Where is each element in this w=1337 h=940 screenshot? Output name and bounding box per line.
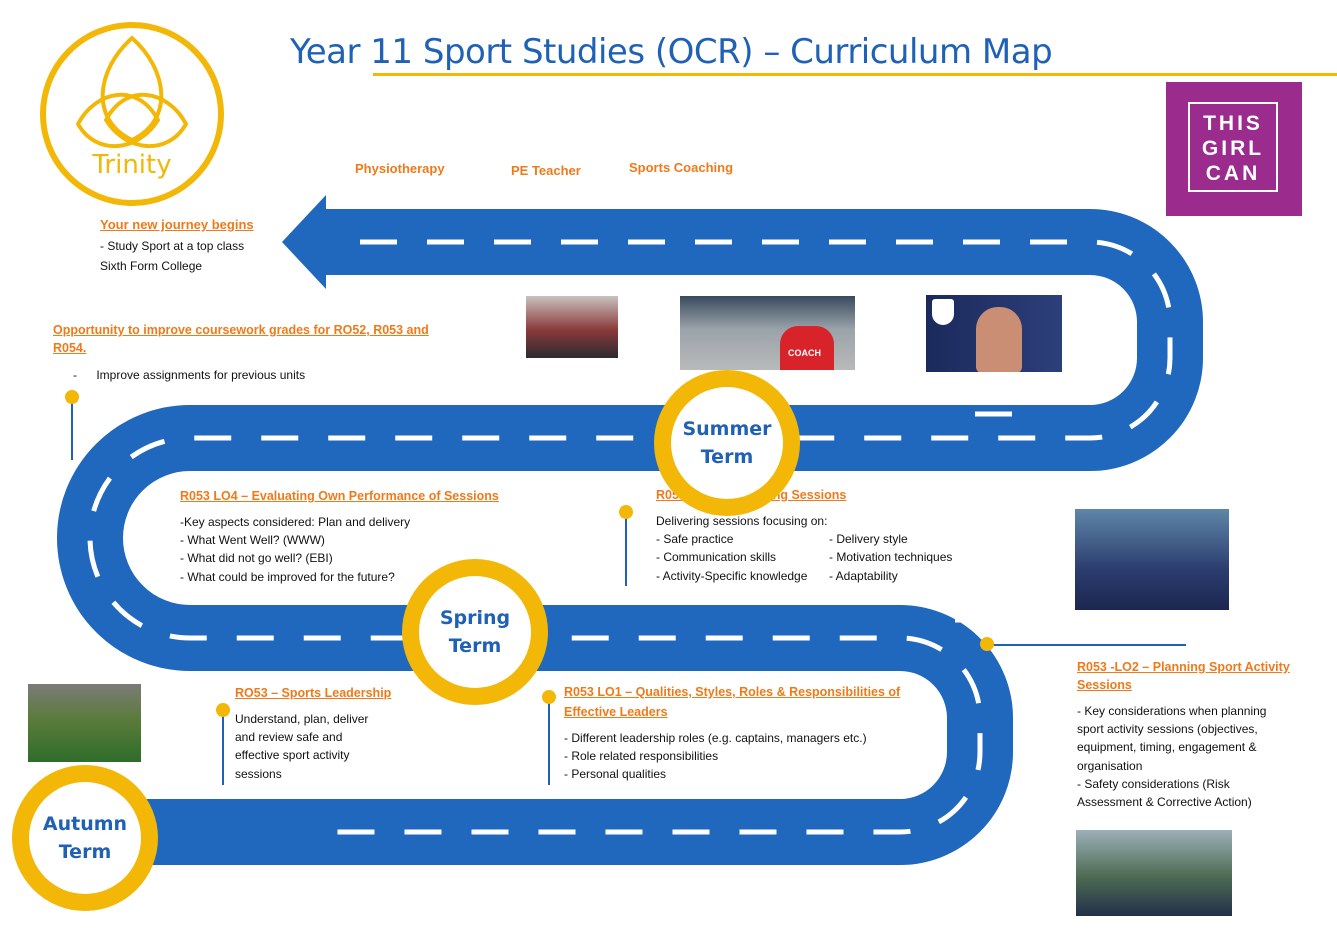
lo3-item: - Safe practice bbox=[656, 532, 734, 547]
badge-line: GIRL bbox=[1201, 137, 1265, 160]
career-pe-teacher: PE Teacher bbox=[511, 163, 581, 178]
connector-dot bbox=[619, 505, 633, 519]
lo1-line: - Different leadership roles (e.g. capta… bbox=[564, 731, 867, 745]
lo1-line: - Role related responsibilities bbox=[564, 749, 719, 764]
lo3-intro: Delivering sessions focusing on: bbox=[656, 514, 828, 528]
lo2-section: R053 -LO2 – Planning Sport Activity Sess… bbox=[1077, 658, 1290, 811]
lo2-line: - Key considerations when planning bbox=[1077, 704, 1267, 718]
leadership-line: Understand, plan, deliver bbox=[235, 712, 369, 726]
lo2-line: organisation bbox=[1077, 758, 1143, 773]
football-photo bbox=[28, 684, 141, 762]
lo1-heading-line: R053 LO1 – Qualities, Styles, Roles & Re… bbox=[564, 685, 901, 699]
coursework-heading-line: R054. bbox=[53, 341, 87, 355]
lo4-panel bbox=[160, 486, 422, 586]
lo4-line: - What did not go well? (EBI) bbox=[180, 551, 333, 566]
connector-line bbox=[222, 710, 224, 785]
lo2-line: sport activity sessions (objectives, bbox=[1077, 722, 1258, 737]
lo3-item: - Communication skills bbox=[656, 550, 777, 565]
badge-line: THIS bbox=[1203, 112, 1263, 135]
leadership-line: and review safe and bbox=[235, 730, 343, 745]
physiotherapy-photo bbox=[526, 296, 618, 358]
summer-term-label: Term bbox=[700, 446, 754, 468]
england-crest-icon bbox=[932, 299, 954, 325]
page-title: Year 11 Sport Studies (OCR) – Curriculum… bbox=[290, 32, 1053, 72]
connector-line bbox=[71, 398, 73, 460]
lo3-item: - Delivery style bbox=[829, 532, 908, 547]
journey-section: Your new journey begins - Study Sport at… bbox=[100, 216, 254, 276]
connector-dot bbox=[542, 690, 556, 704]
lo4-line: - What could be improved for the future? bbox=[180, 569, 395, 584]
sports-coaching-photo bbox=[926, 295, 1062, 372]
leadership-section: RO53 – Sports Leadership Understand, pla… bbox=[235, 684, 391, 783]
title-underline bbox=[373, 73, 1337, 76]
connector-line bbox=[625, 512, 627, 586]
lo3-item: - Adaptability bbox=[829, 568, 898, 583]
badge-line: CAN bbox=[1205, 162, 1261, 185]
coach-portrait bbox=[976, 307, 1022, 372]
lo1-section: R053 LO1 – Qualities, Styles, Roles & Re… bbox=[564, 683, 900, 784]
career-sports-coaching: Sports Coaching bbox=[629, 160, 734, 175]
summer-term-marker: Summer Term bbox=[654, 370, 800, 516]
lo3-item: - Activity-Specific knowledge bbox=[656, 568, 808, 583]
planning-photo bbox=[1076, 830, 1232, 916]
trinity-knot-icon bbox=[40, 22, 224, 206]
coursework-heading-line: Opportunity to improve coursework grades… bbox=[53, 323, 429, 337]
connector-dot bbox=[65, 390, 79, 404]
leadership-line: effective sport activity bbox=[235, 748, 350, 763]
lo4-section: R053 LO4 – Evaluating Own Performance of… bbox=[180, 487, 499, 586]
coach-shirt-text: COACH bbox=[788, 348, 821, 358]
lo2-line: equipment, timing, engagement & bbox=[1077, 740, 1257, 755]
leadership-line: sessions bbox=[235, 766, 282, 781]
spring-term-label: Term bbox=[448, 635, 502, 657]
connector-dot bbox=[216, 703, 230, 717]
connector-line bbox=[548, 697, 550, 785]
trinity-logo: Trinity bbox=[38, 20, 226, 208]
lo1-heading-line: Effective Leaders bbox=[564, 705, 668, 719]
summer-term-inner: Summer Term bbox=[671, 387, 783, 499]
lo2-line: - Safety considerations (Risk bbox=[1077, 776, 1230, 791]
lo2-heading-line: R053 -LO2 – Planning Sport Activity bbox=[1077, 660, 1290, 674]
summer-term-label: Summer bbox=[682, 418, 772, 440]
spring-term-label: Spring bbox=[439, 607, 511, 629]
pe-teacher-photo: COACH bbox=[680, 296, 855, 370]
connector-dot bbox=[980, 637, 994, 651]
career-physiotherapy: Physiotherapy bbox=[355, 161, 445, 176]
lo4-line: -Key aspects considered: Plan and delive… bbox=[180, 515, 411, 529]
autumn-term-label: Autumn bbox=[42, 813, 128, 835]
coursework-bullet: - bbox=[73, 368, 77, 382]
spring-term-marker: Spring Term bbox=[402, 559, 548, 705]
leadership-photo-1 bbox=[1075, 509, 1229, 610]
connector-line-horizontal bbox=[986, 644, 1186, 646]
autumn-term-label: Term bbox=[58, 841, 112, 863]
coach-figure bbox=[780, 326, 834, 370]
autumn-term-inner: Autumn Term bbox=[29, 782, 141, 894]
lo3-item: - Motivation techniques bbox=[829, 550, 953, 565]
logo-text: Trinity bbox=[92, 150, 172, 180]
lo2-line: Assessment & Corrective Action) bbox=[1077, 795, 1252, 810]
lo4-heading: R053 LO4 – Evaluating Own Performance of… bbox=[180, 489, 499, 503]
autumn-term-marker: Autumn Term bbox=[12, 765, 158, 911]
spring-term-inner: Spring Term bbox=[419, 576, 531, 688]
lo4-line: - What Went Well? (WWW) bbox=[180, 533, 325, 548]
badge-text-box: THIS GIRL CAN bbox=[1188, 102, 1278, 192]
coursework-text: Improve assignments for previous units bbox=[96, 368, 306, 382]
lo1-line: - Personal qualities bbox=[564, 767, 667, 782]
journey-line: - Study Sport at a top class bbox=[100, 239, 245, 253]
this-girl-can-badge: THIS GIRL CAN bbox=[1166, 82, 1302, 216]
lo2-heading-line: Sessions bbox=[1077, 678, 1132, 692]
leadership-heading: RO53 – Sports Leadership bbox=[235, 686, 392, 700]
coursework-section: Opportunity to improve coursework grades… bbox=[53, 321, 429, 384]
journey-line: Sixth Form College bbox=[100, 259, 203, 273]
journey-heading: Your new journey begins bbox=[100, 217, 254, 232]
